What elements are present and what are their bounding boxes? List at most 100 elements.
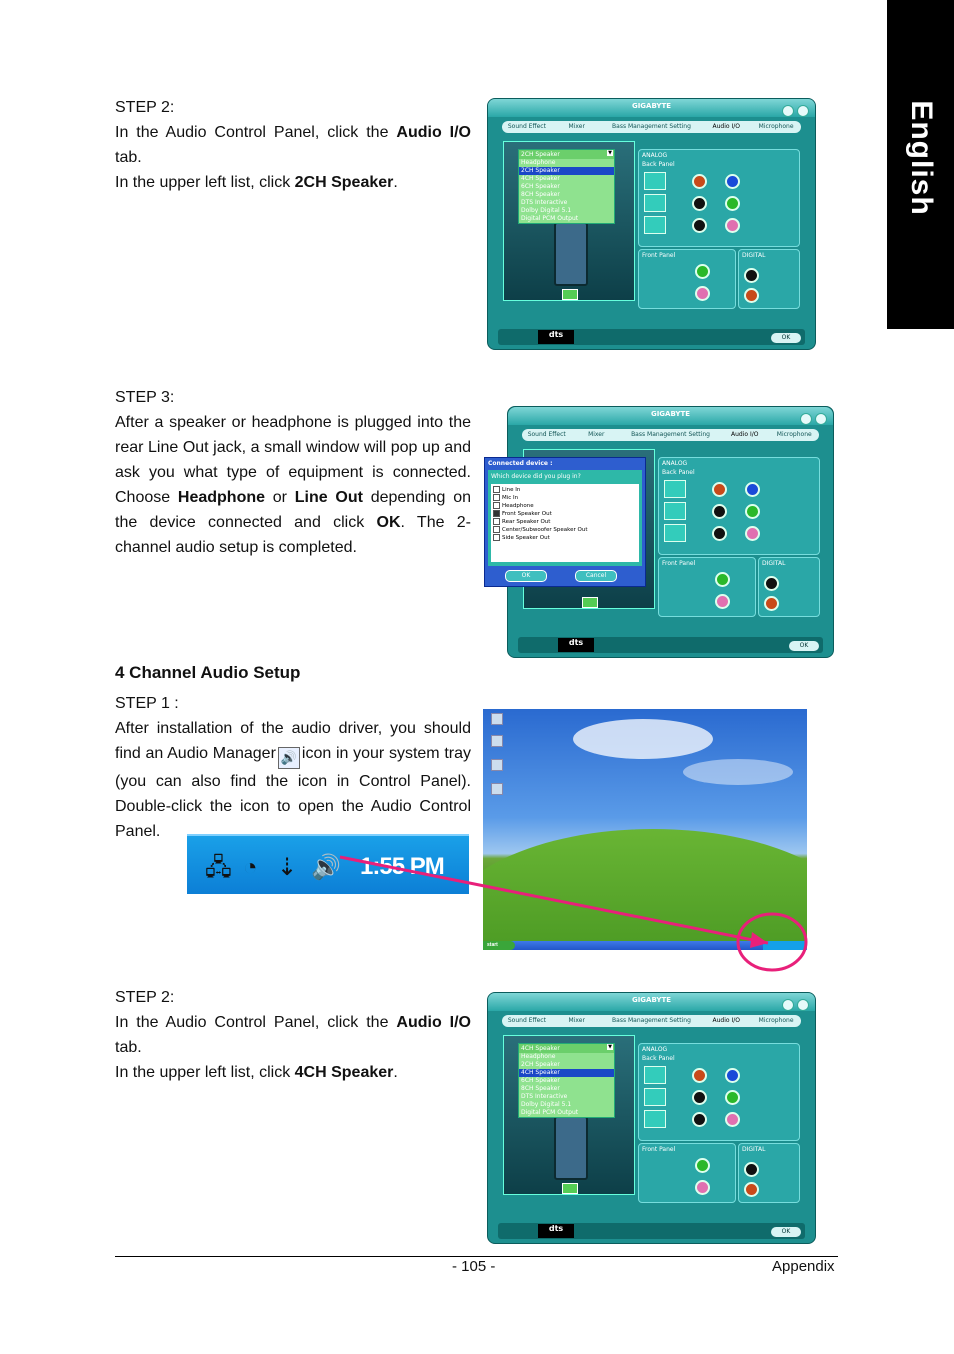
front-jack-pink[interactable]: [715, 594, 730, 609]
tab-microphone[interactable]: Microphone: [758, 1017, 794, 1024]
speaker-icon: [644, 1088, 666, 1106]
jack-orange[interactable]: [692, 1068, 707, 1083]
dialog-ok-button[interactable]: OK: [505, 570, 547, 582]
jack-green[interactable]: [745, 504, 760, 519]
jack-blue[interactable]: [725, 1068, 740, 1083]
audio-manager-window-4ch: GIGABYTE Sound Effect Mixer Bass Managem…: [487, 992, 816, 1244]
jack-orange[interactable]: [692, 174, 707, 189]
audio-manager-icon: 🔊: [277, 747, 300, 769]
jack-blue[interactable]: [745, 482, 760, 497]
speaker-icon: [664, 524, 686, 542]
footer-section-label: Appendix: [772, 1258, 835, 1275]
tab-sound-effect[interactable]: Sound Effect: [507, 1017, 546, 1024]
option-rear-speaker-out[interactable]: Rear Speaker Out: [493, 518, 637, 526]
tab-bass-management[interactable]: Bass Management Setting: [631, 431, 710, 438]
jack-gray[interactable]: [692, 1112, 707, 1127]
option-line-in[interactable]: Line In: [493, 486, 637, 494]
close-button[interactable]: [797, 999, 809, 1011]
dialog-cancel-button[interactable]: Cancel: [575, 570, 617, 582]
tab-audio-io[interactable]: Audio I/O: [731, 431, 759, 438]
dts-logo: dts: [558, 638, 594, 652]
speaker-config-list[interactable]: 2CH Speaker Headphone 2CH Speaker 4CH Sp…: [518, 149, 615, 224]
desktop-icon[interactable]: [489, 713, 505, 726]
jack-pink[interactable]: [725, 218, 740, 233]
tab-bass-management[interactable]: Bass Management Setting: [612, 123, 691, 130]
option-front-speaker-out[interactable]: Front Speaker Out: [493, 510, 637, 518]
option-mic-in[interactable]: Mic In: [493, 494, 637, 502]
dts-logo: dts: [538, 330, 574, 344]
tab-audio-io[interactable]: Audio I/O: [712, 123, 740, 130]
start-button[interactable]: start: [483, 941, 515, 950]
ok-button[interactable]: OK: [771, 1227, 801, 1237]
gigabyte-logo: GIGABYTE: [650, 410, 691, 418]
jack-orange[interactable]: [712, 482, 727, 497]
option-side-speaker-out[interactable]: Side Speaker Out: [493, 534, 637, 542]
digital-jack-orange[interactable]: [744, 288, 759, 303]
close-button[interactable]: [815, 413, 827, 425]
step2-2ch-label: STEP 2:: [115, 99, 175, 116]
section-heading: 4 Channel Audio Setup: [115, 663, 301, 682]
jack-pink[interactable]: [745, 526, 760, 541]
audio-manager-window-2ch: GIGABYTE Sound Effect Mixer Bass Managem…: [487, 98, 816, 350]
front-jack-pink[interactable]: [695, 286, 710, 301]
language-tab-label: English: [904, 100, 938, 216]
tab-microphone[interactable]: Microphone: [776, 431, 812, 438]
step3-text: STEP 3: After a speaker or headphone is …: [115, 385, 471, 560]
jack-green[interactable]: [725, 1090, 740, 1105]
digital-jack-black[interactable]: [744, 268, 759, 283]
jack-gray[interactable]: [712, 526, 727, 541]
digital-jack-black[interactable]: [764, 576, 779, 591]
jack-green[interactable]: [725, 196, 740, 211]
desktop-icon[interactable]: [489, 735, 505, 748]
front-jack-green[interactable]: [695, 264, 710, 279]
jack-black[interactable]: [692, 1090, 707, 1105]
audio-manager-tray-icon[interactable]: 🔊: [311, 854, 341, 881]
digital-jack-orange[interactable]: [744, 1182, 759, 1197]
tab-bass-management[interactable]: Bass Management Setting: [612, 1017, 691, 1024]
tab-mixer[interactable]: Mixer: [588, 431, 605, 438]
play-button[interactable]: [562, 1183, 578, 1194]
front-jack-pink[interactable]: [695, 1180, 710, 1195]
option-center-subwoofer[interactable]: Center/Subwoofer Speaker Out: [493, 526, 637, 534]
front-jack-green[interactable]: [695, 1158, 710, 1173]
desktop-icon[interactable]: [489, 783, 505, 796]
desktop-icon[interactable]: [489, 759, 505, 772]
tab-sound-effect[interactable]: Sound Effect: [527, 431, 566, 438]
digital-panel: DIGITAL: [738, 1143, 800, 1203]
jack-pink[interactable]: [725, 1112, 740, 1127]
digital-panel: DIGITAL: [738, 249, 800, 309]
minimize-button[interactable]: [782, 999, 794, 1011]
jack-black[interactable]: [712, 504, 727, 519]
minimize-button[interactable]: [800, 413, 812, 425]
play-button[interactable]: [582, 597, 598, 608]
analog-panel: ANALOG Back Panel: [658, 457, 820, 555]
tab-audio-io[interactable]: Audio I/O: [712, 1017, 740, 1024]
close-button[interactable]: [797, 105, 809, 117]
tab-mixer[interactable]: Mixer: [568, 123, 585, 130]
tab-mixer[interactable]: Mixer: [568, 1017, 585, 1024]
step2-4ch-label: STEP 2:: [115, 989, 175, 1006]
tab-microphone[interactable]: Microphone: [758, 123, 794, 130]
ok-button[interactable]: OK: [771, 333, 801, 343]
speaker-icon: [644, 194, 666, 212]
footer-rule: [115, 1256, 838, 1257]
front-panel: Front Panel: [658, 557, 756, 617]
speaker-config-list[interactable]: 4CH Speaker Headphone 2CH Speaker 4CH Sp…: [518, 1043, 615, 1118]
front-jack-green[interactable]: [715, 572, 730, 587]
speaker-icon: [644, 1066, 666, 1084]
tab-sound-effect[interactable]: Sound Effect: [507, 123, 546, 130]
jack-blue[interactable]: [725, 174, 740, 189]
speaker-icon: [644, 1110, 666, 1128]
step1-label: STEP 1 :: [115, 695, 179, 712]
digital-jack-orange[interactable]: [764, 596, 779, 611]
digital-jack-black[interactable]: [744, 1162, 759, 1177]
system-tray: [763, 941, 807, 950]
play-button[interactable]: [562, 289, 578, 300]
option-headphone[interactable]: Headphone: [493, 502, 637, 510]
jack-black[interactable]: [692, 196, 707, 211]
ok-button[interactable]: OK: [789, 641, 819, 651]
gigabyte-logo: GIGABYTE: [631, 102, 672, 110]
minimize-button[interactable]: [782, 105, 794, 117]
step2-2ch-text: STEP 2: In the Audio Control Panel, clic…: [115, 95, 471, 195]
jack-gray[interactable]: [692, 218, 707, 233]
